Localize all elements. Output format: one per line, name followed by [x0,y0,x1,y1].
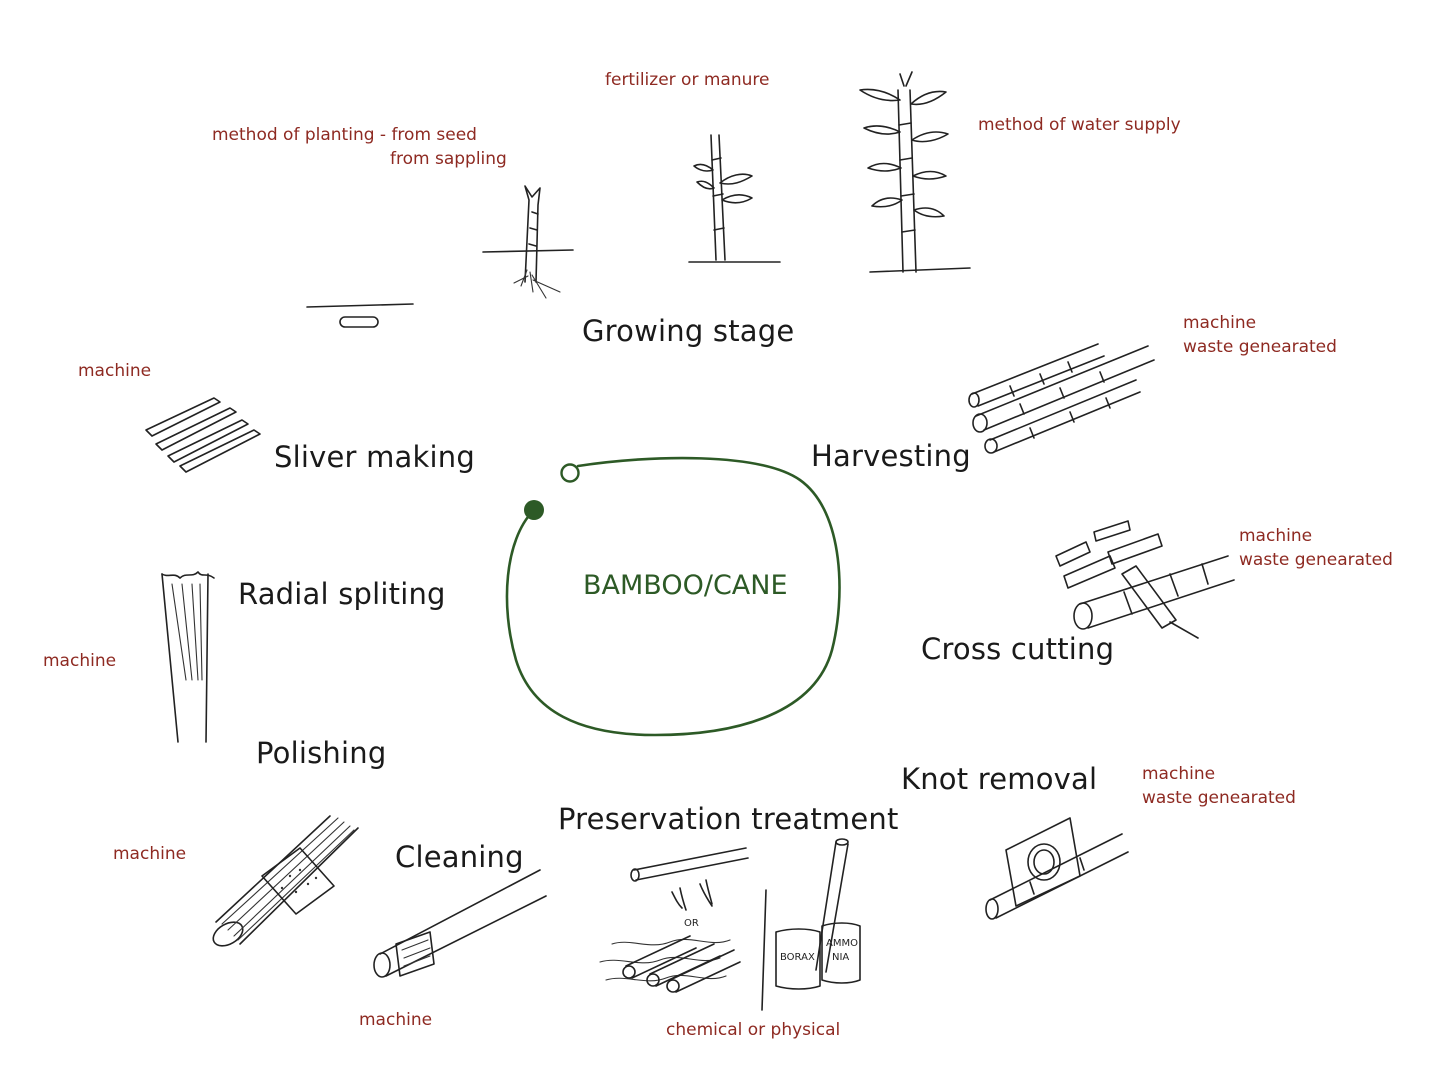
note-polishing-machine: machine [113,844,187,864]
note-radial-machine: machine [43,651,117,671]
center-label: BAMBOO/CANE [583,570,788,601]
polishing-sketch [212,815,359,947]
note-cross-machine: machine [1239,526,1313,546]
mature-bamboo-sketch [859,71,971,273]
note-preservation-method: chemical or physical [666,1020,841,1040]
note-cleaning-machine: machine [359,1010,433,1030]
cycle-loop [505,456,841,737]
stage-harvesting: Harvesting [811,439,971,473]
note-harvest-waste: waste genearated [1183,337,1337,357]
cross-cut-sketch [1055,520,1235,639]
sapling-sketch [482,185,574,299]
stage-growing: Growing stage [582,314,795,348]
note-cross-waste: waste genearated [1239,550,1393,570]
note-sliver-machine: machine [78,361,152,381]
seed-sketch [306,303,414,328]
stage-cleaning: Cleaning [395,840,524,874]
note-harvest-machine: machine [1183,313,1257,333]
stage-polishing: Polishing [256,736,387,770]
knot-removal-sketch [985,817,1129,920]
note-planting-sapling: from sappling [390,149,507,169]
stage-radial-splitting: Radial spliting [238,577,446,611]
note-knot-waste: waste genearated [1142,788,1296,808]
young-bamboo-sketch [688,134,781,263]
note-fertilizer: fertilizer or manure [605,70,770,90]
preservation-sketch: OR BORAX AMMO NIA [599,838,861,1011]
harvested-poles-sketch [968,343,1155,454]
stage-preservation: Preservation treatment [558,802,899,836]
stage-sliver-making: Sliver making [274,440,475,474]
note-water-supply: method of water supply [978,115,1181,135]
note-planting-method: method of planting - from seed [212,125,477,145]
stage-knot-removal: Knot removal [901,762,1098,796]
ammonia-label-1: AMMO [826,938,858,949]
cycle-start-marker [560,463,580,483]
cleaning-sketch [373,869,547,978]
note-knot-machine: machine [1142,764,1216,784]
radial-split-sketch [161,571,215,743]
slivers-sketch [145,397,261,473]
or-label: OR [684,918,699,929]
borax-label: BORAX [780,952,815,963]
cycle-end-marker [524,500,544,520]
ammonia-label-2: NIA [832,952,849,963]
stage-cross-cutting: Cross cutting [921,632,1115,666]
